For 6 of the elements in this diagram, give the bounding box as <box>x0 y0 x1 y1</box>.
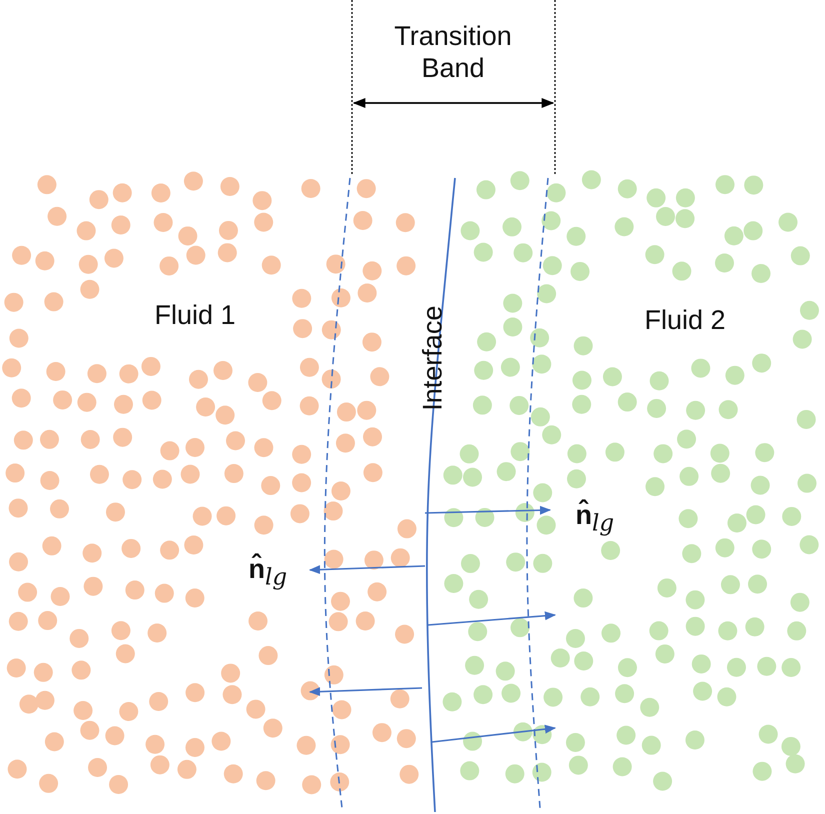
normal-vector-label: n̂$_{lg}$ <box>576 498 614 538</box>
region-label: Fluid 1 <box>154 299 236 332</box>
interface-label: Interface <box>416 306 448 411</box>
dimension-label: Transition Band <box>393 20 513 84</box>
region-label: Fluid 2 <box>644 304 726 336</box>
normal-vector-label: n̂$_{lg}$ <box>248 552 288 592</box>
